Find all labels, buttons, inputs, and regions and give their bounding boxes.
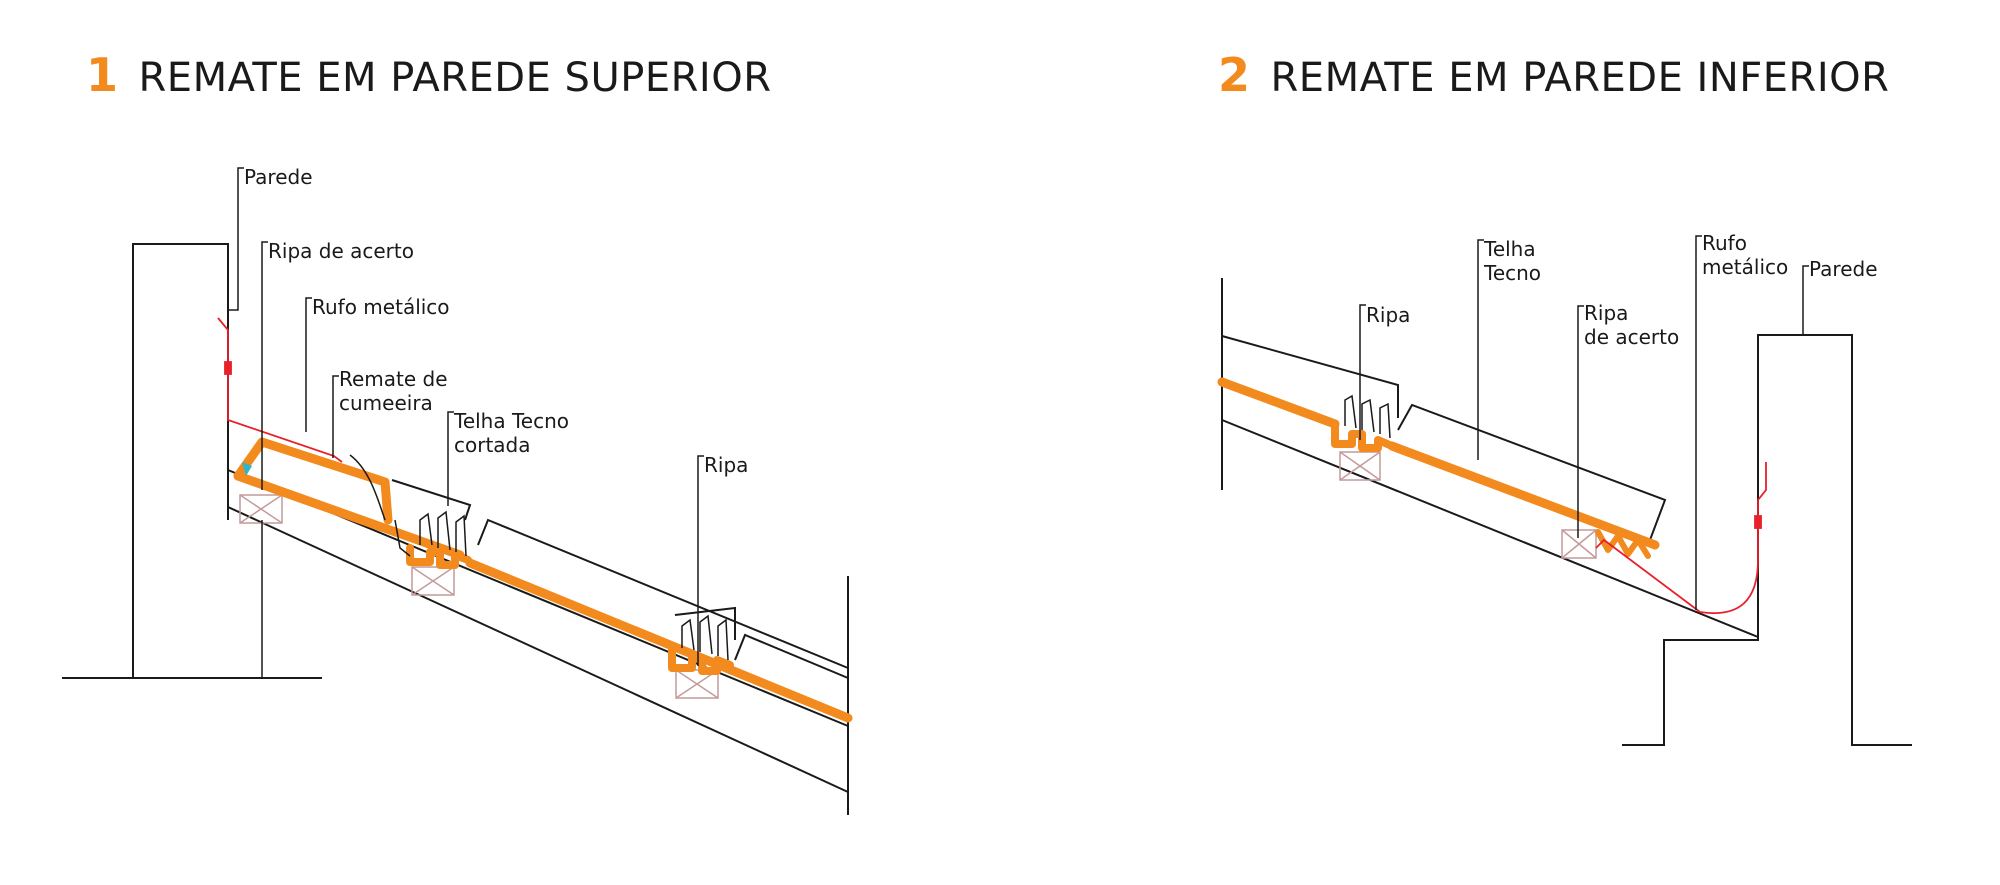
tile-teeth [1595, 529, 1651, 559]
tile-top-1 [1221, 335, 1399, 418]
wall [1622, 334, 1912, 746]
leaders-lower [1359, 235, 1809, 610]
tile-overlap-top [674, 606, 736, 640]
label-telha-cortada-line1: Telha Tecno [453, 409, 569, 433]
tile-curve [349, 454, 386, 521]
leader-ripa-acerto [261, 241, 268, 490]
tile-interlock [406, 544, 472, 569]
label-rufo-metalico: Rufo metálico [312, 295, 450, 319]
tile-top-1 [477, 518, 849, 669]
tile-teeth-upper [349, 454, 729, 661]
tile-body [1387, 441, 1660, 550]
leader-ripa [1359, 304, 1366, 440]
leader-remate-cumeeira [332, 375, 339, 458]
batten-cross [1561, 529, 1597, 559]
leader-parede [228, 167, 244, 311]
metal-flashing [217, 317, 343, 463]
label-telha-line2: Tecno [1483, 261, 1541, 285]
leader-rufo [305, 297, 312, 432]
section-title-2: 2 REMATE EM PAREDE INFERIOR [1218, 48, 1889, 102]
label-remate-cumeeira-line2: cumeeira [339, 391, 433, 415]
tile-nibs [419, 510, 467, 557]
tile-interlock [668, 646, 734, 675]
flashing-upper [217, 317, 343, 463]
label-remate-cumeeira-line1: Remate de [339, 367, 448, 391]
tile-top-2 [1397, 403, 1667, 541]
section-number-1: 1 [86, 48, 119, 102]
label-telha-line1: Telha [1483, 237, 1536, 261]
batten-cross [411, 566, 455, 596]
leader-rufo [1695, 235, 1702, 610]
batten-cross [1339, 451, 1381, 481]
flashing-clip [224, 361, 232, 375]
wall [132, 243, 229, 678]
leader-ripa-acerto [1577, 305, 1584, 538]
tile-teeth-lower [1344, 394, 1391, 439]
leader-telha-cortada [447, 411, 454, 506]
sealant [242, 462, 252, 476]
label-telha-cortada-line2: cortada [454, 433, 531, 457]
tile-top-2 [734, 633, 849, 679]
label-ripa-acerto-line2: de acerto [1584, 325, 1679, 349]
diagram-upper-wall [62, 243, 849, 815]
metal-flashing [1595, 462, 1767, 614]
leader-ripa [697, 455, 704, 666]
tiles-upper [233, 437, 853, 723]
ridge-cap [233, 437, 393, 525]
tile-body [1217, 377, 1340, 429]
cut-tile-body [233, 471, 465, 560]
tile-nibs [1344, 394, 1391, 439]
label-rufo-line2: metálico [1702, 255, 1788, 279]
label-ripa: Ripa [704, 453, 748, 477]
label-parede: Parede [1809, 257, 1878, 281]
tile-body [465, 558, 853, 723]
section-number-2: 2 [1218, 48, 1251, 102]
section-title-text-2: REMATE EM PAREDE INFERIOR [1270, 55, 1890, 101]
cut-tile-top [391, 479, 472, 521]
section-title-1: 1 REMATE EM PAREDE SUPERIOR [86, 48, 771, 102]
tiles-lower [1217, 377, 1660, 559]
label-rufo-line1: Rufo [1702, 231, 1747, 255]
battens-lower [1339, 451, 1597, 559]
leader-telha-tecno [1477, 239, 1484, 460]
tile-edge [394, 519, 411, 557]
flashing-clip [1754, 515, 1762, 529]
label-parede: Parede [244, 165, 313, 189]
section-title-text-1: REMATE EM PAREDE SUPERIOR [138, 55, 772, 101]
leaders-upper [228, 167, 704, 678]
batten-cross [239, 494, 283, 524]
rafter-underside [1221, 419, 1759, 638]
sealant-upper [242, 462, 252, 476]
leader-parede [1802, 265, 1809, 335]
battens-upper [239, 494, 719, 699]
label-ripa-de-acerto: Ripa de acerto [268, 239, 414, 263]
label-ripa: Ripa [1366, 303, 1410, 327]
tile-nibs [681, 614, 729, 661]
flashing-lower [1595, 462, 1767, 614]
label-ripa-acerto-line1: Ripa [1584, 301, 1628, 325]
tile-interlock [1331, 420, 1396, 452]
rafter-underside [227, 506, 849, 793]
